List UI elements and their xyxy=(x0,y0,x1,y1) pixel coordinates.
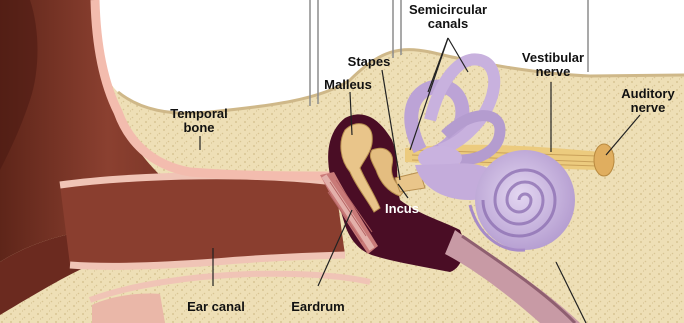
label-eardrum: Eardrum xyxy=(282,300,354,314)
label-malleus: Malleus xyxy=(318,78,378,92)
label-incus: Incus xyxy=(378,202,426,216)
label-auditory-nerve: Auditory nerve xyxy=(612,87,684,115)
ear-canal-shape xyxy=(60,176,345,267)
label-temporal-bone: Temporal bone xyxy=(160,107,238,135)
label-semicircular-canals: Semicircular canals xyxy=(402,3,494,31)
label-ear-canal: Ear canal xyxy=(178,300,254,314)
label-vestibular-nerve: Vestibular nerve xyxy=(508,51,598,79)
label-stapes: Stapes xyxy=(342,55,396,69)
